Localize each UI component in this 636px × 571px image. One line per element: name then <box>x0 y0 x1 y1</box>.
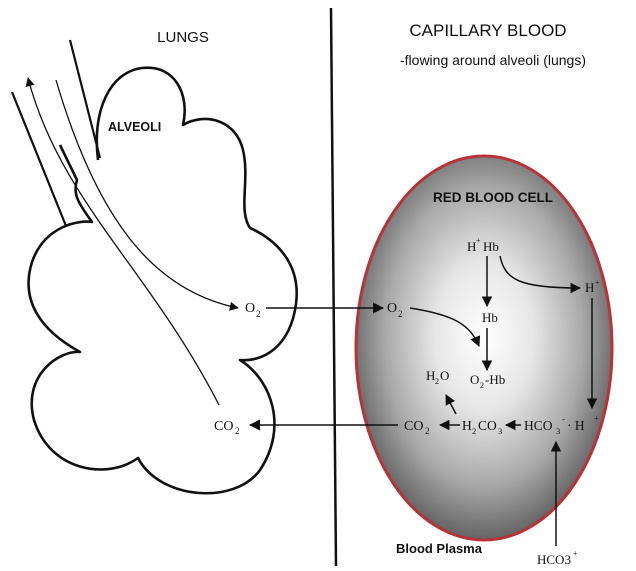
svg-text:H: H <box>426 368 435 383</box>
svg-text:2: 2 <box>425 426 430 436</box>
svg-text:· H: · H <box>567 418 585 433</box>
svg-text:2: 2 <box>480 381 484 390</box>
alveoli-outline <box>29 68 297 494</box>
capillary-note: -flowing around alveoli (lungs) <box>400 52 586 68</box>
red-blood-cell <box>356 156 612 540</box>
hb-label: Hb <box>482 310 498 325</box>
divider-line <box>331 8 336 566</box>
svg-text:HCO3: HCO3 <box>537 552 571 567</box>
hhb-label: H + Hb <box>467 236 499 254</box>
svg-text:+: + <box>476 236 481 245</box>
svg-text:CO: CO <box>214 419 233 434</box>
svg-text:2: 2 <box>472 426 476 436</box>
alveoli-label: ALVEOLI <box>108 120 161 134</box>
svg-text:O: O <box>440 368 449 383</box>
hco3-plasma-label: HCO3 + <box>537 549 578 567</box>
svg-text:-Hb: -Hb <box>485 372 505 387</box>
svg-text:CO: CO <box>478 418 497 433</box>
svg-text:O: O <box>470 372 479 387</box>
svg-text:Hb: Hb <box>483 239 499 254</box>
capillary-blood-heading: CAPILLARY BLOOD <box>409 21 566 40</box>
svg-text:HCO: HCO <box>524 418 553 433</box>
svg-text:3: 3 <box>498 426 502 436</box>
red-blood-cell-label: RED BLOOD CELL <box>433 190 553 205</box>
svg-text:2: 2 <box>435 377 439 386</box>
blood-plasma-label: Blood Plasma <box>396 541 483 556</box>
svg-text:+: + <box>594 414 599 423</box>
svg-text:H: H <box>462 418 472 433</box>
svg-text:O: O <box>245 301 255 316</box>
svg-text:H: H <box>585 280 594 295</box>
svg-text:+: + <box>573 549 578 558</box>
svg-text:2: 2 <box>256 309 261 319</box>
svg-text:O: O <box>387 301 397 316</box>
svg-text:CO: CO <box>404 419 423 434</box>
svg-text:-: - <box>562 414 565 424</box>
svg-text:+: + <box>595 278 600 287</box>
svg-text:2: 2 <box>398 309 403 319</box>
svg-text:2: 2 <box>235 426 240 436</box>
svg-text:H: H <box>467 239 476 254</box>
airway-outer-right <box>70 40 100 158</box>
lungs-heading: LUNGS <box>157 29 209 46</box>
svg-text:3: 3 <box>556 426 560 436</box>
